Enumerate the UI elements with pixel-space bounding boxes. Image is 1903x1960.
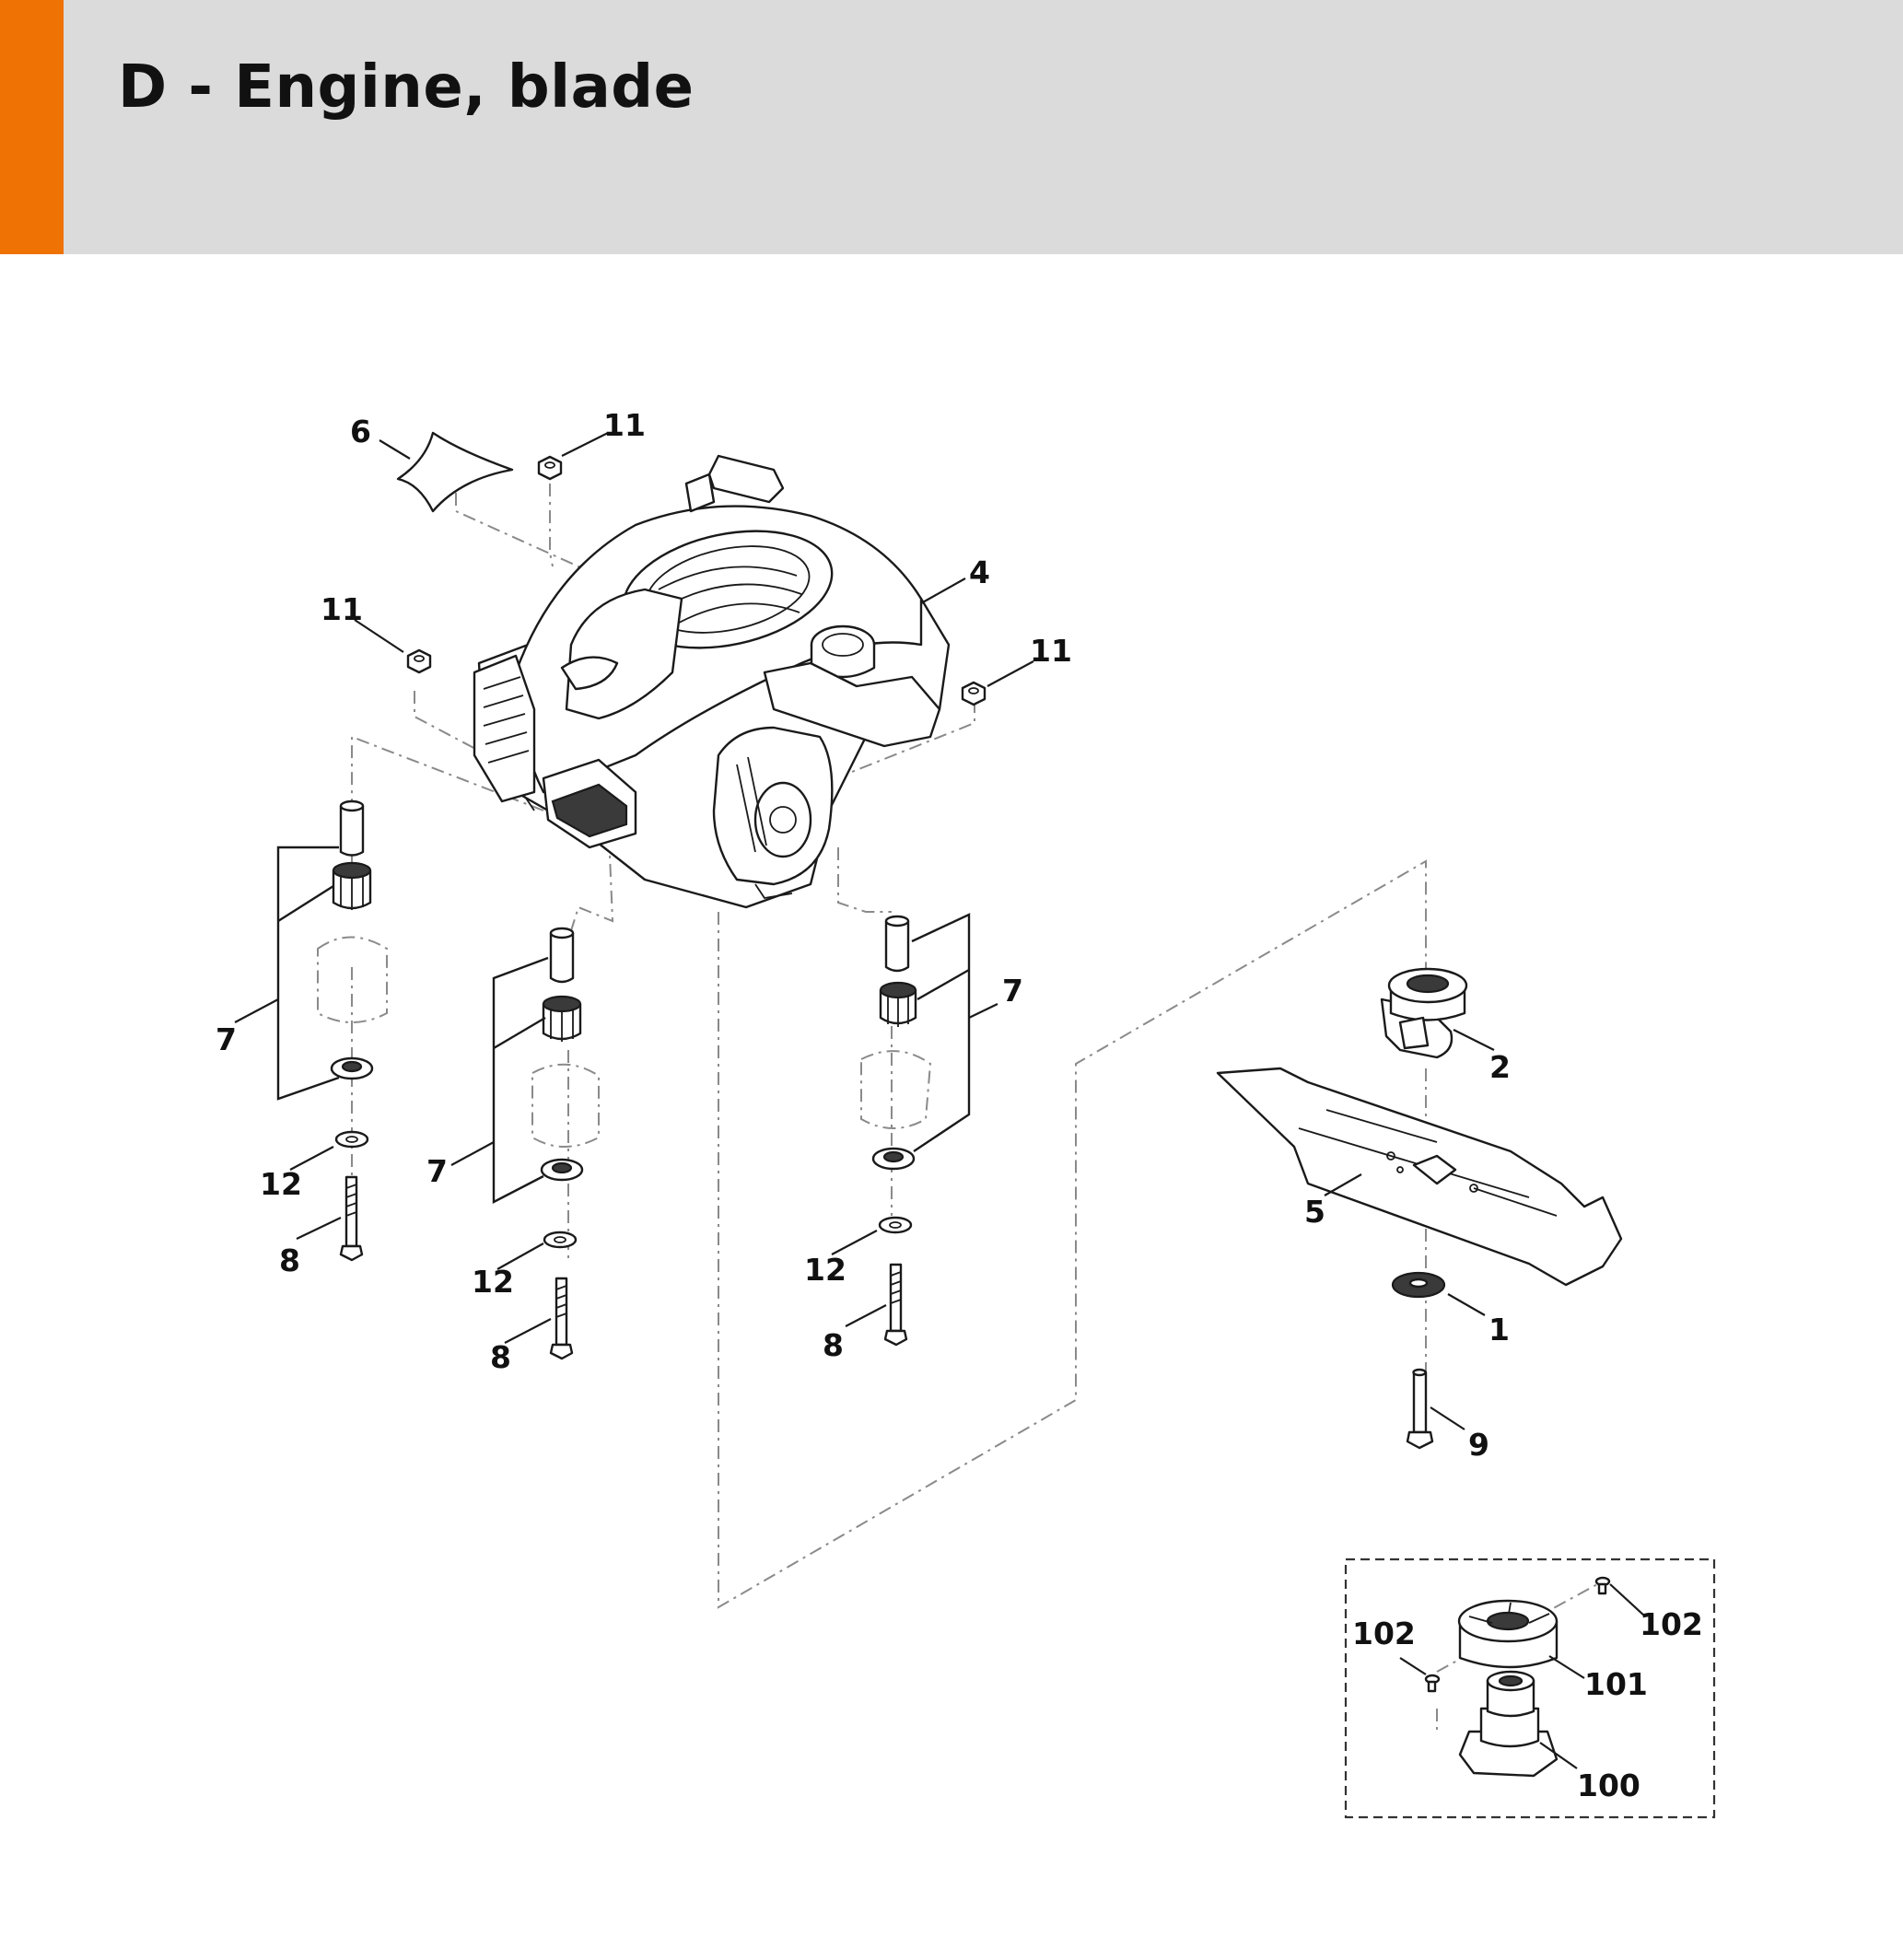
part-8-bolt-left[interactable] (339, 1175, 364, 1262)
callout-100: 100 (1577, 1768, 1640, 1803)
callout-12-middle: 12 (472, 1264, 514, 1300)
part-12-washer-left[interactable] (334, 1130, 369, 1149)
bracket-7-left (276, 846, 340, 1101)
callout-labels: 6 11 4 11 11 7 7 7 12 12 12 8 8 8 2 5 1 … (216, 407, 1703, 1803)
callout-7-left: 7 (216, 1021, 237, 1057)
callout-1: 1 (1489, 1312, 1510, 1348)
part-100-hub-adapter[interactable] (1458, 1670, 1559, 1778)
callout-4: 4 (969, 554, 990, 590)
callout-2: 2 (1489, 1049, 1511, 1085)
part-12-washer-middle[interactable] (543, 1231, 578, 1249)
part-2-blade-hub[interactable] (1380, 967, 1468, 1059)
callout-8-middle: 8 (490, 1339, 511, 1375)
callout-8-left: 8 (279, 1242, 300, 1278)
callout-11-right: 11 (1030, 633, 1072, 669)
header-bar: D - Engine, blade (0, 0, 1903, 254)
callout-12-right: 12 (804, 1252, 846, 1288)
callout-9: 9 (1468, 1427, 1489, 1463)
kit-box (1344, 1558, 1716, 1819)
callout-5: 5 (1304, 1194, 1325, 1230)
bracket-7-right (911, 913, 971, 1152)
part-9-blade-bolt[interactable] (1406, 1368, 1434, 1450)
part-4-engine[interactable] (473, 454, 951, 909)
part-6-decal[interactable] (396, 431, 514, 513)
part-11-nut-right[interactable] (961, 681, 987, 706)
callout-6: 6 (350, 414, 371, 449)
callout-11-left: 11 (321, 591, 363, 627)
callout-102-right: 102 (1640, 1606, 1703, 1642)
part-12-washer-right[interactable] (878, 1216, 913, 1234)
part-8-bolt-middle[interactable] (549, 1277, 574, 1360)
leader-lines (234, 432, 1646, 1769)
callout-7-middle: 7 (426, 1153, 448, 1189)
part-5-blade[interactable] (1216, 1067, 1623, 1287)
header-accent-strip (0, 0, 64, 254)
part-102-screw-right[interactable] (1594, 1576, 1611, 1595)
callout-11-top: 11 (603, 407, 646, 443)
part-101-pulley[interactable] (1457, 1599, 1559, 1669)
part-11-nut-left[interactable] (406, 648, 432, 674)
part-7-mount-right[interactable] (860, 915, 932, 1171)
page-title: D - Engine, blade (118, 53, 695, 122)
part-8-bolt-right[interactable] (883, 1263, 908, 1347)
part-1-serrated-washer[interactable] (1391, 1271, 1446, 1299)
part-7-mount-middle[interactable] (531, 927, 600, 1182)
part-7-mount-left[interactable] (317, 799, 388, 1080)
callout-12-left: 12 (260, 1166, 302, 1202)
callout-102-left: 102 (1352, 1616, 1416, 1651)
part-11-nut-top[interactable] (537, 455, 563, 481)
part-102-screw-left[interactable] (1424, 1674, 1441, 1693)
callout-8-right: 8 (823, 1327, 844, 1363)
callout-101: 101 (1584, 1666, 1648, 1702)
bracket-7-middle (492, 956, 549, 1204)
callout-7-right: 7 (1002, 973, 1023, 1009)
